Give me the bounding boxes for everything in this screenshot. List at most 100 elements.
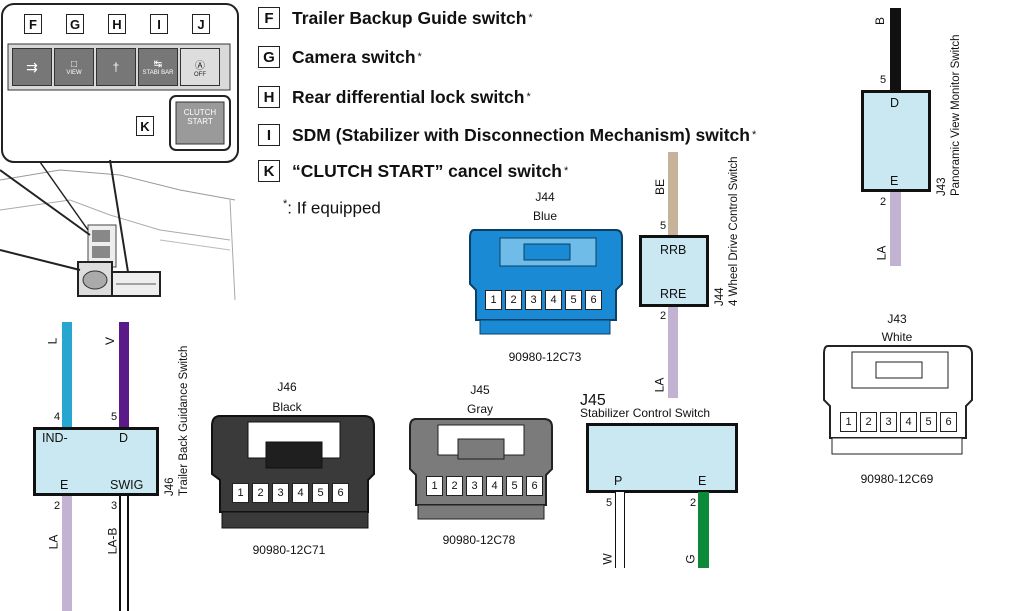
wire-v: [119, 322, 129, 428]
j46-connector-body: [211, 415, 375, 529]
wire-label: W: [600, 553, 615, 565]
legend-item-g: G Camera switch*: [258, 46, 422, 68]
j44-connector-body: [469, 229, 623, 335]
j44-connector-id: J44: [535, 190, 555, 204]
wire-la: [890, 190, 901, 266]
wire-label: V: [103, 336, 118, 346]
pin-number: 2: [54, 500, 61, 512]
panel-key-j: J: [192, 14, 210, 34]
j45-pin: 5: [506, 476, 523, 496]
legend-label: Trailer Backup Guide switch: [292, 7, 527, 28]
j46-part-number: 90980-12C71: [252, 543, 326, 557]
j43-pin: 6: [940, 412, 957, 432]
j43-connector-body: [823, 345, 973, 455]
wire-label: LA: [874, 245, 889, 261]
rear-diff-lock-switch-icon: †: [96, 48, 136, 86]
panoramic-view-monitor-switch: [861, 90, 931, 192]
j44-pin-row: 1 2 3 4 5 6: [485, 290, 605, 310]
wire-label: LA: [652, 377, 667, 393]
j44-pin: 4: [545, 290, 562, 310]
pin-number: 4: [54, 411, 61, 423]
component-id: J46: [164, 477, 176, 496]
component-name: Trailer Back Guidance Switch: [178, 345, 190, 496]
j46-pin: 1: [232, 483, 249, 503]
wire-label: LA-B: [105, 527, 120, 555]
j45-pin: 6: [526, 476, 543, 496]
terminal-rre: RRE: [660, 287, 687, 301]
j44-pin: 6: [585, 290, 602, 310]
j43-pin: 2: [860, 412, 877, 432]
j46-connector-id: J46: [277, 380, 297, 394]
switch-panel-illustration: [0, 3, 239, 300]
j46-pin: 4: [292, 483, 309, 503]
component-name: Panoramic View Monitor Switch: [950, 34, 962, 197]
j46-pin-row: 1 2 3 4 5 6: [232, 483, 352, 503]
trailer-guide-switch-icon: ⇉: [12, 48, 52, 86]
pin-number: 2: [660, 310, 667, 322]
stabi-bar-switch-icon: ↹STABI BAR: [138, 48, 178, 86]
terminal-swig: SWIG: [110, 478, 144, 492]
j45-connector-id: J45: [470, 383, 490, 397]
pin-number: 2: [880, 196, 887, 208]
asterisk: *: [283, 198, 288, 210]
legend-item-h: H Rear differential lock switch*: [258, 86, 531, 108]
component-id: J43: [936, 177, 948, 196]
j45-pin: 1: [426, 476, 443, 496]
legend-label: SDM (Stabilizer with Disconnection Mecha…: [292, 124, 750, 145]
stabilizer-switch-name: Stabilizer Control Switch: [580, 406, 711, 420]
wire-w: [615, 492, 625, 568]
wire-label: L: [45, 337, 60, 345]
pin-number: 3: [111, 500, 118, 512]
j44-pin: 3: [525, 290, 542, 310]
panel-key-g: G: [66, 14, 84, 34]
j45-pin: 2: [446, 476, 463, 496]
pin-number: 5: [880, 74, 887, 86]
camera-switch-icon: □VIEW: [54, 48, 94, 86]
terminal-d: D: [119, 431, 129, 445]
terminal-e: E: [698, 474, 707, 488]
terminal-p: P: [614, 474, 623, 488]
j46-pin: 2: [252, 483, 269, 503]
wire-la: [668, 306, 678, 398]
j43-part-number: 90980-12C69: [860, 472, 934, 486]
j45-pin-row: 1 2 3 4 5 6: [426, 476, 546, 496]
if-equipped-note: *: If equipped: [283, 198, 381, 219]
j43-pin: 1: [840, 412, 857, 432]
j43-connector-id: J43: [887, 312, 907, 326]
j43-connector-color: White: [881, 330, 913, 344]
j43-pin: 5: [920, 412, 937, 432]
wire-label: B: [873, 16, 888, 26]
legend-item-f: F Trailer Backup Guide switch*: [258, 7, 533, 29]
panel-key-f: F: [24, 14, 42, 34]
4wd-control-switch: [639, 235, 709, 307]
panel-key-i: I: [150, 14, 168, 34]
j45-pin: 4: [486, 476, 503, 496]
legend-label: Camera switch: [292, 46, 416, 67]
pin-number: 5: [111, 411, 118, 423]
j46-pin: 5: [312, 483, 329, 503]
j45-part-number: 90980-12C78: [442, 533, 516, 547]
wire-la-b: [119, 494, 129, 611]
j44-connector-color: Blue: [532, 209, 558, 223]
legend-item-i: I SDM (Stabilizer with Disconnection Mec…: [258, 124, 756, 146]
trailer-back-guidance-switch: [33, 427, 159, 496]
panel-key-h: H: [108, 14, 126, 34]
pin-number: 5: [606, 497, 613, 509]
j44-pin: 1: [485, 290, 502, 310]
legend-key: F: [258, 7, 280, 29]
stabilizer-control-switch: [586, 423, 738, 493]
j43-pin: 4: [900, 412, 917, 432]
legend-item-k: K “CLUTCH START” cancel switch*: [258, 160, 568, 182]
j45-pin: 3: [466, 476, 483, 496]
terminal-e: E: [60, 478, 69, 492]
terminal-e: E: [890, 174, 899, 188]
terminal-d: D: [890, 96, 900, 110]
j44-pin: 5: [565, 290, 582, 310]
asterisk: *: [526, 91, 531, 103]
legend-key: G: [258, 46, 280, 68]
asterisk: *: [528, 12, 533, 24]
note-text: : If equipped: [287, 198, 381, 218]
legend-key: I: [258, 124, 280, 146]
stabilizer-switch-id: J45: [580, 392, 606, 409]
